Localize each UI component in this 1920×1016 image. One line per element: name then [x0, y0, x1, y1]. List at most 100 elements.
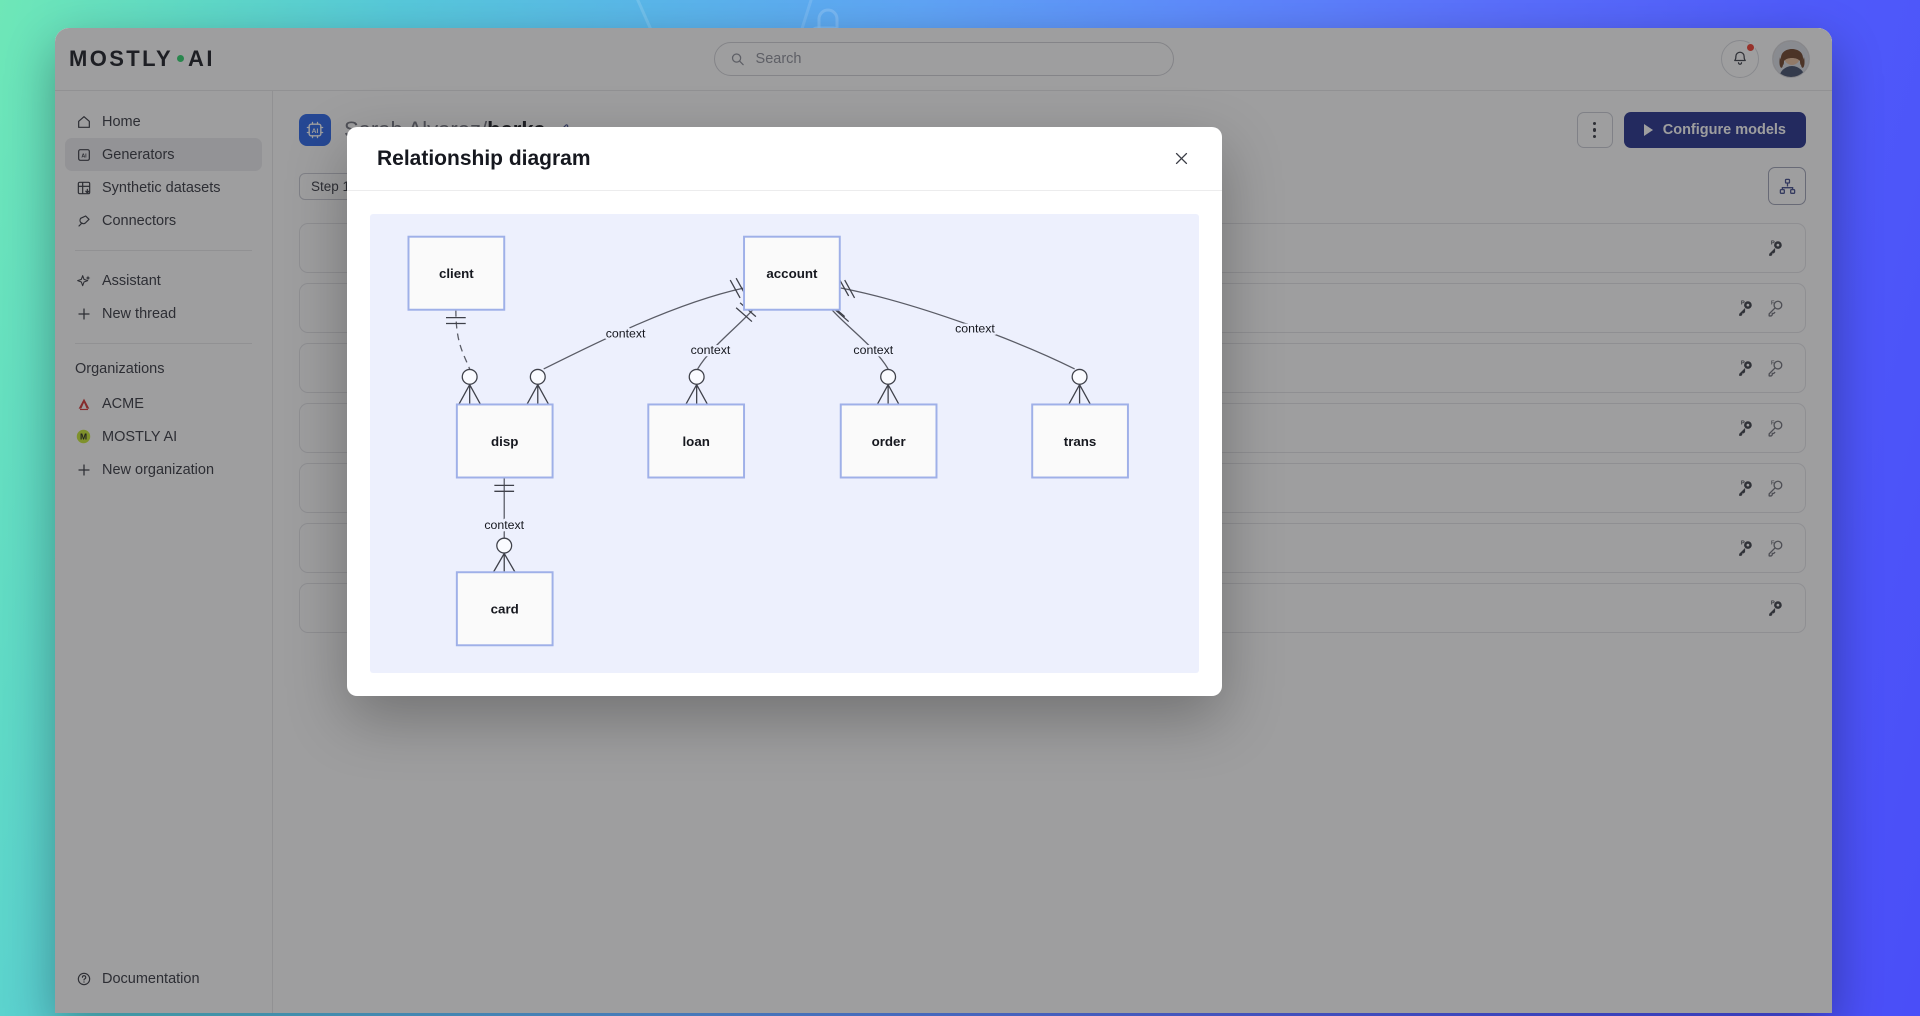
row-key-icons: P F [1735, 538, 1785, 558]
kebab-dot [1592, 128, 1597, 132]
entity-label: card [491, 602, 519, 617]
svg-text:P: P [1771, 601, 1775, 607]
generators-ai-chip-icon: AI [75, 146, 92, 163]
sidebar-item-assistant[interactable]: Assistant [65, 264, 262, 297]
sidebar-divider-1 [75, 250, 252, 251]
plug-icon [75, 212, 92, 229]
primary-key-icon: P [1739, 481, 1752, 496]
header-actions: Configure models [1576, 112, 1806, 148]
app-logo[interactable]: MOSTLY AI [69, 46, 215, 72]
entity-trans[interactable]: trans [1031, 403, 1129, 479]
row-key-icons: P F [1735, 418, 1785, 438]
entity-loan[interactable]: loan [647, 403, 746, 479]
row-key-icons: P [1765, 598, 1785, 618]
edge-account-disp: context [526, 277, 747, 405]
search-box[interactable] [713, 42, 1174, 76]
configure-models-button[interactable]: Configure models [1623, 112, 1806, 148]
primary-key-icon: P [1739, 541, 1752, 556]
sidebar-item-label: MOSTLY AI [102, 428, 178, 445]
entity-order[interactable]: order [839, 403, 938, 479]
logo-dot-icon [177, 54, 185, 62]
sidebar-item-org-mostly-ai[interactable]: M MOSTLY AI [65, 420, 262, 453]
table-download-icon [75, 179, 92, 196]
foreign-key-icon: F [1768, 480, 1783, 497]
sidebar-item-new-organization[interactable]: New organization [65, 453, 262, 486]
acme-logo-icon [75, 395, 92, 412]
entity-account[interactable]: account [743, 235, 841, 311]
svg-text:F: F [1771, 301, 1775, 307]
entity-disp[interactable]: disp [455, 403, 554, 479]
edge-account-loan: context [685, 302, 757, 405]
sidebar-item-new-thread[interactable]: New thread [65, 297, 262, 330]
play-icon [1643, 124, 1653, 136]
sidebar-item-label: Home [102, 113, 141, 130]
sparkle-icon [75, 272, 92, 289]
entity-label: order [872, 434, 906, 449]
user-avatar-image [1773, 41, 1809, 77]
svg-text:P: P [1741, 421, 1745, 427]
ai-chip-icon: AI [299, 114, 331, 146]
sidebar-item-org-acme[interactable]: ACME [65, 387, 262, 420]
sidebar-item-generators[interactable]: AI Generators [65, 138, 262, 171]
edge-label: context [955, 322, 995, 336]
relationship-diagram-modal: Relationship diagram [347, 127, 1222, 696]
svg-text:AI: AI [81, 153, 87, 159]
mostly-ai-logo-icon: M [75, 428, 92, 445]
relationship-diagram-button[interactable] [1768, 167, 1806, 205]
entity-client[interactable]: client [407, 235, 506, 311]
sidebar-divider-2 [75, 343, 252, 344]
entity-label: client [439, 266, 474, 281]
sidebar-item-documentation[interactable]: Documentation [65, 962, 262, 995]
svg-text:AI: AI [312, 128, 319, 135]
foreign-key-icon: F [1768, 420, 1783, 437]
sidebar-item-label: Connectors [102, 212, 177, 229]
close-icon[interactable] [1166, 144, 1196, 174]
sidebar-item-label: New organization [102, 461, 215, 478]
primary-key-icon: P [1739, 421, 1752, 436]
sidebar-item-synthetic-datasets[interactable]: Synthetic datasets [65, 171, 262, 204]
avatar[interactable] [1772, 40, 1810, 78]
plus-icon [75, 305, 92, 322]
edge-client-disp [445, 309, 482, 405]
sidebar-item-connectors[interactable]: Connectors [65, 204, 262, 237]
sidebar-item-label: Generators [102, 146, 175, 163]
entity-label: trans [1064, 434, 1097, 449]
help-circle-icon [75, 970, 92, 987]
entity-card[interactable]: card [455, 571, 554, 647]
diagram-canvas[interactable]: context context [370, 214, 1199, 673]
edge-label: context [606, 326, 646, 340]
home-icon [75, 113, 92, 130]
er-diagram-svg: context context [407, 235, 1129, 647]
svg-text:P: P [1741, 301, 1745, 307]
foreign-key-icon: F [1768, 540, 1783, 557]
sidebar-item-home[interactable]: Home [65, 105, 262, 138]
edge-account-order: context [828, 302, 900, 405]
sidebar-item-label: Documentation [102, 970, 200, 987]
svg-text:F: F [1771, 541, 1775, 547]
sidebar-item-label: Synthetic datasets [102, 179, 221, 196]
sidebar: Home AI Generators [55, 91, 273, 1013]
more-options-button[interactable] [1576, 112, 1613, 148]
foreign-key-icon: F [1768, 300, 1783, 317]
svg-text:F: F [1771, 421, 1775, 427]
logo-text-left: MOSTLY [69, 46, 174, 71]
primary-key-icon: P [1739, 301, 1752, 316]
primary-key-icon: P [1769, 601, 1782, 616]
sidebar-organizations-heading: Organizations [75, 361, 165, 377]
notifications-button[interactable] [1721, 40, 1759, 78]
search-input[interactable] [755, 51, 1158, 67]
hierarchy-icon [1779, 178, 1795, 194]
search-icon [731, 53, 744, 66]
svg-text:F: F [1771, 481, 1775, 487]
edge-label: context [484, 518, 524, 532]
modal-header: Relationship diagram [347, 127, 1222, 192]
entity-label: disp [491, 434, 518, 449]
svg-text:P: P [1741, 541, 1745, 547]
svg-text:P: P [1741, 361, 1745, 367]
entity-label: account [766, 266, 818, 281]
logo-text-right: AI [188, 46, 215, 71]
plus-icon [75, 461, 92, 478]
edge-account-trans: context [838, 277, 1091, 405]
row-key-icons: P [1765, 238, 1785, 258]
bell-icon [1734, 51, 1746, 65]
